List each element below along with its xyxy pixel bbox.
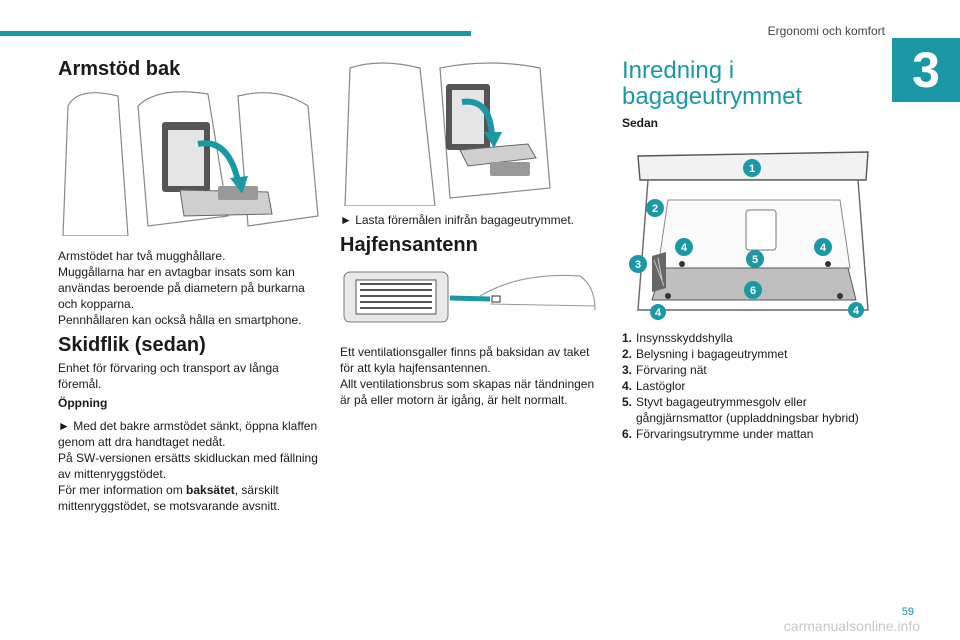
list-item: 3.Förvaring nät xyxy=(622,363,707,377)
armrest-text-2: Muggållarna har en avtagbar insats som k… xyxy=(58,265,305,311)
header-accent-bar xyxy=(0,31,471,36)
watermark: carmanualsonline.info xyxy=(783,618,920,634)
section-title-boot-line2: bagageutrymmet xyxy=(622,83,803,110)
armrest-text-1: Armstödet har två mugghållare. xyxy=(58,249,226,263)
callout-5: 5 xyxy=(752,254,758,266)
antenna-text-2: Allt ventilationsbrus som skapas när tän… xyxy=(340,377,595,407)
list-item: 2.Belysning i bagageutrymmet xyxy=(622,347,788,361)
ski-flap-illustration xyxy=(340,58,602,206)
section-title-ski-flap: Skidflik (sedan) xyxy=(58,334,206,356)
bold-keyword: baksätet xyxy=(186,483,235,497)
subhead-opening: Öppning xyxy=(58,396,108,410)
rear-armrest-illustration xyxy=(58,86,322,236)
callout-4d: 4 xyxy=(853,305,860,317)
ski-flap-step: ► Med det bakre armstödet sänkt, öppna k… xyxy=(58,419,318,449)
section-title-shark-antenna: Hajfensantenn xyxy=(340,234,478,256)
list-item: 4.Lastöglor xyxy=(622,379,686,393)
section-title-armrest: Armstöd bak xyxy=(58,58,181,80)
callout-1: 1 xyxy=(749,163,755,175)
list-item: 6.Förvaringsutrymme under mattan xyxy=(622,427,814,441)
list-item: 5.Styvt bagageutrymmesgolv eller gångjär… xyxy=(622,395,859,425)
callout-2: 2 xyxy=(652,203,658,215)
ski-flap-sw-note: På SW-versionen ersätts skidluckan med f… xyxy=(58,451,318,481)
variant-label-sedan: Sedan xyxy=(622,116,659,130)
ski-flap-more-info: För mer information om baksätet, särskil… xyxy=(58,483,281,513)
parts-list: 1.Insynsskyddshylla 2.Belysning i bagage… xyxy=(622,330,884,442)
callout-4a: 4 xyxy=(681,242,688,254)
shark-fin-antenna-illustration xyxy=(340,266,602,330)
armrest-text-3: Pennhållaren kan också hålla en smartpho… xyxy=(58,313,302,327)
load-step: ► Lasta föremålen inifrån bagageutrymmet… xyxy=(340,213,574,227)
boot-interior-illustration: 1 2 3 4 4 4 4 5 6 xyxy=(622,140,884,320)
chapter-title: Ergonomi och komfort xyxy=(767,24,885,38)
page-number: 59 xyxy=(901,606,914,618)
list-item: 1.Insynsskyddshylla xyxy=(622,331,733,345)
callout-4c: 4 xyxy=(655,307,662,319)
ski-flap-intro: Enhet för förvaring och transport av lån… xyxy=(58,361,279,391)
callout-3: 3 xyxy=(635,259,641,271)
section-title-boot-line1: Inredning i xyxy=(622,57,735,84)
antenna-text-1: Ett ventilationsgaller finns på baksidan… xyxy=(340,345,590,375)
callout-6: 6 xyxy=(750,285,756,297)
callout-4b: 4 xyxy=(820,242,827,254)
chapter-number-tab: 3 xyxy=(892,38,960,102)
